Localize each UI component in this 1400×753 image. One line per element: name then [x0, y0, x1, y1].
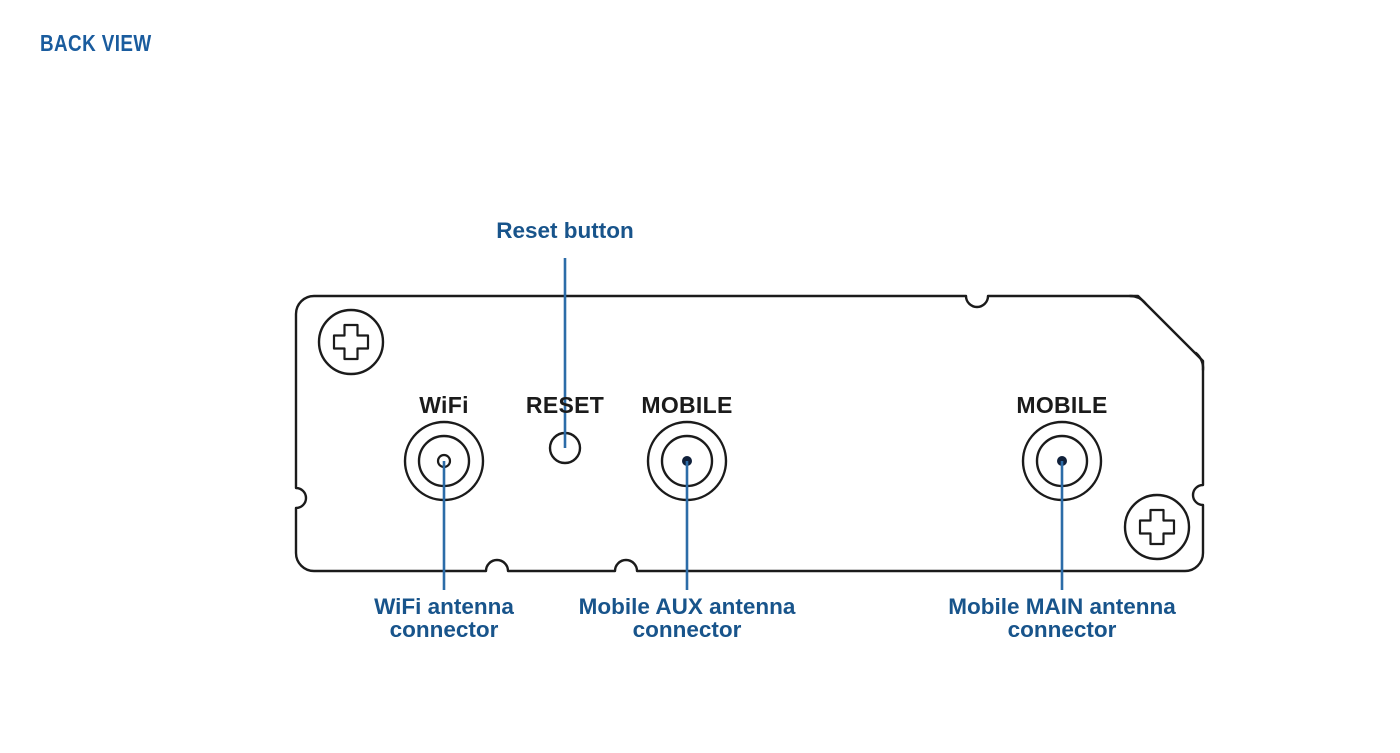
callout-mobile-main-antenna-connector: Mobile MAIN antenna connector: [948, 594, 1176, 642]
page-title: BACK VIEW: [40, 30, 152, 56]
callout-mobile-aux-antenna-connector: Mobile AUX antenna connector: [578, 594, 796, 642]
device-outline: [294, 294, 1205, 573]
port-label-wifi: WiFi: [419, 392, 469, 418]
phillips-cross-icon: [332, 323, 370, 361]
phillips-cross-icon: [1138, 508, 1176, 546]
device-outline-chamfer-bottom: [1194, 351, 1205, 372]
port-label-mobile-aux: MOBILE: [641, 392, 733, 418]
port-label-mobile-main: MOBILE: [1016, 392, 1108, 418]
callout-reset-button: Reset button: [496, 218, 634, 243]
screw-bottom-right: [1123, 493, 1191, 561]
screw-top-left: [317, 308, 385, 376]
callout-wifi-antenna-connector: WiFi antenna connector: [374, 594, 514, 642]
port-label-reset: RESET: [525, 392, 605, 418]
device-outline-chamfer-top: [1128, 294, 1148, 306]
